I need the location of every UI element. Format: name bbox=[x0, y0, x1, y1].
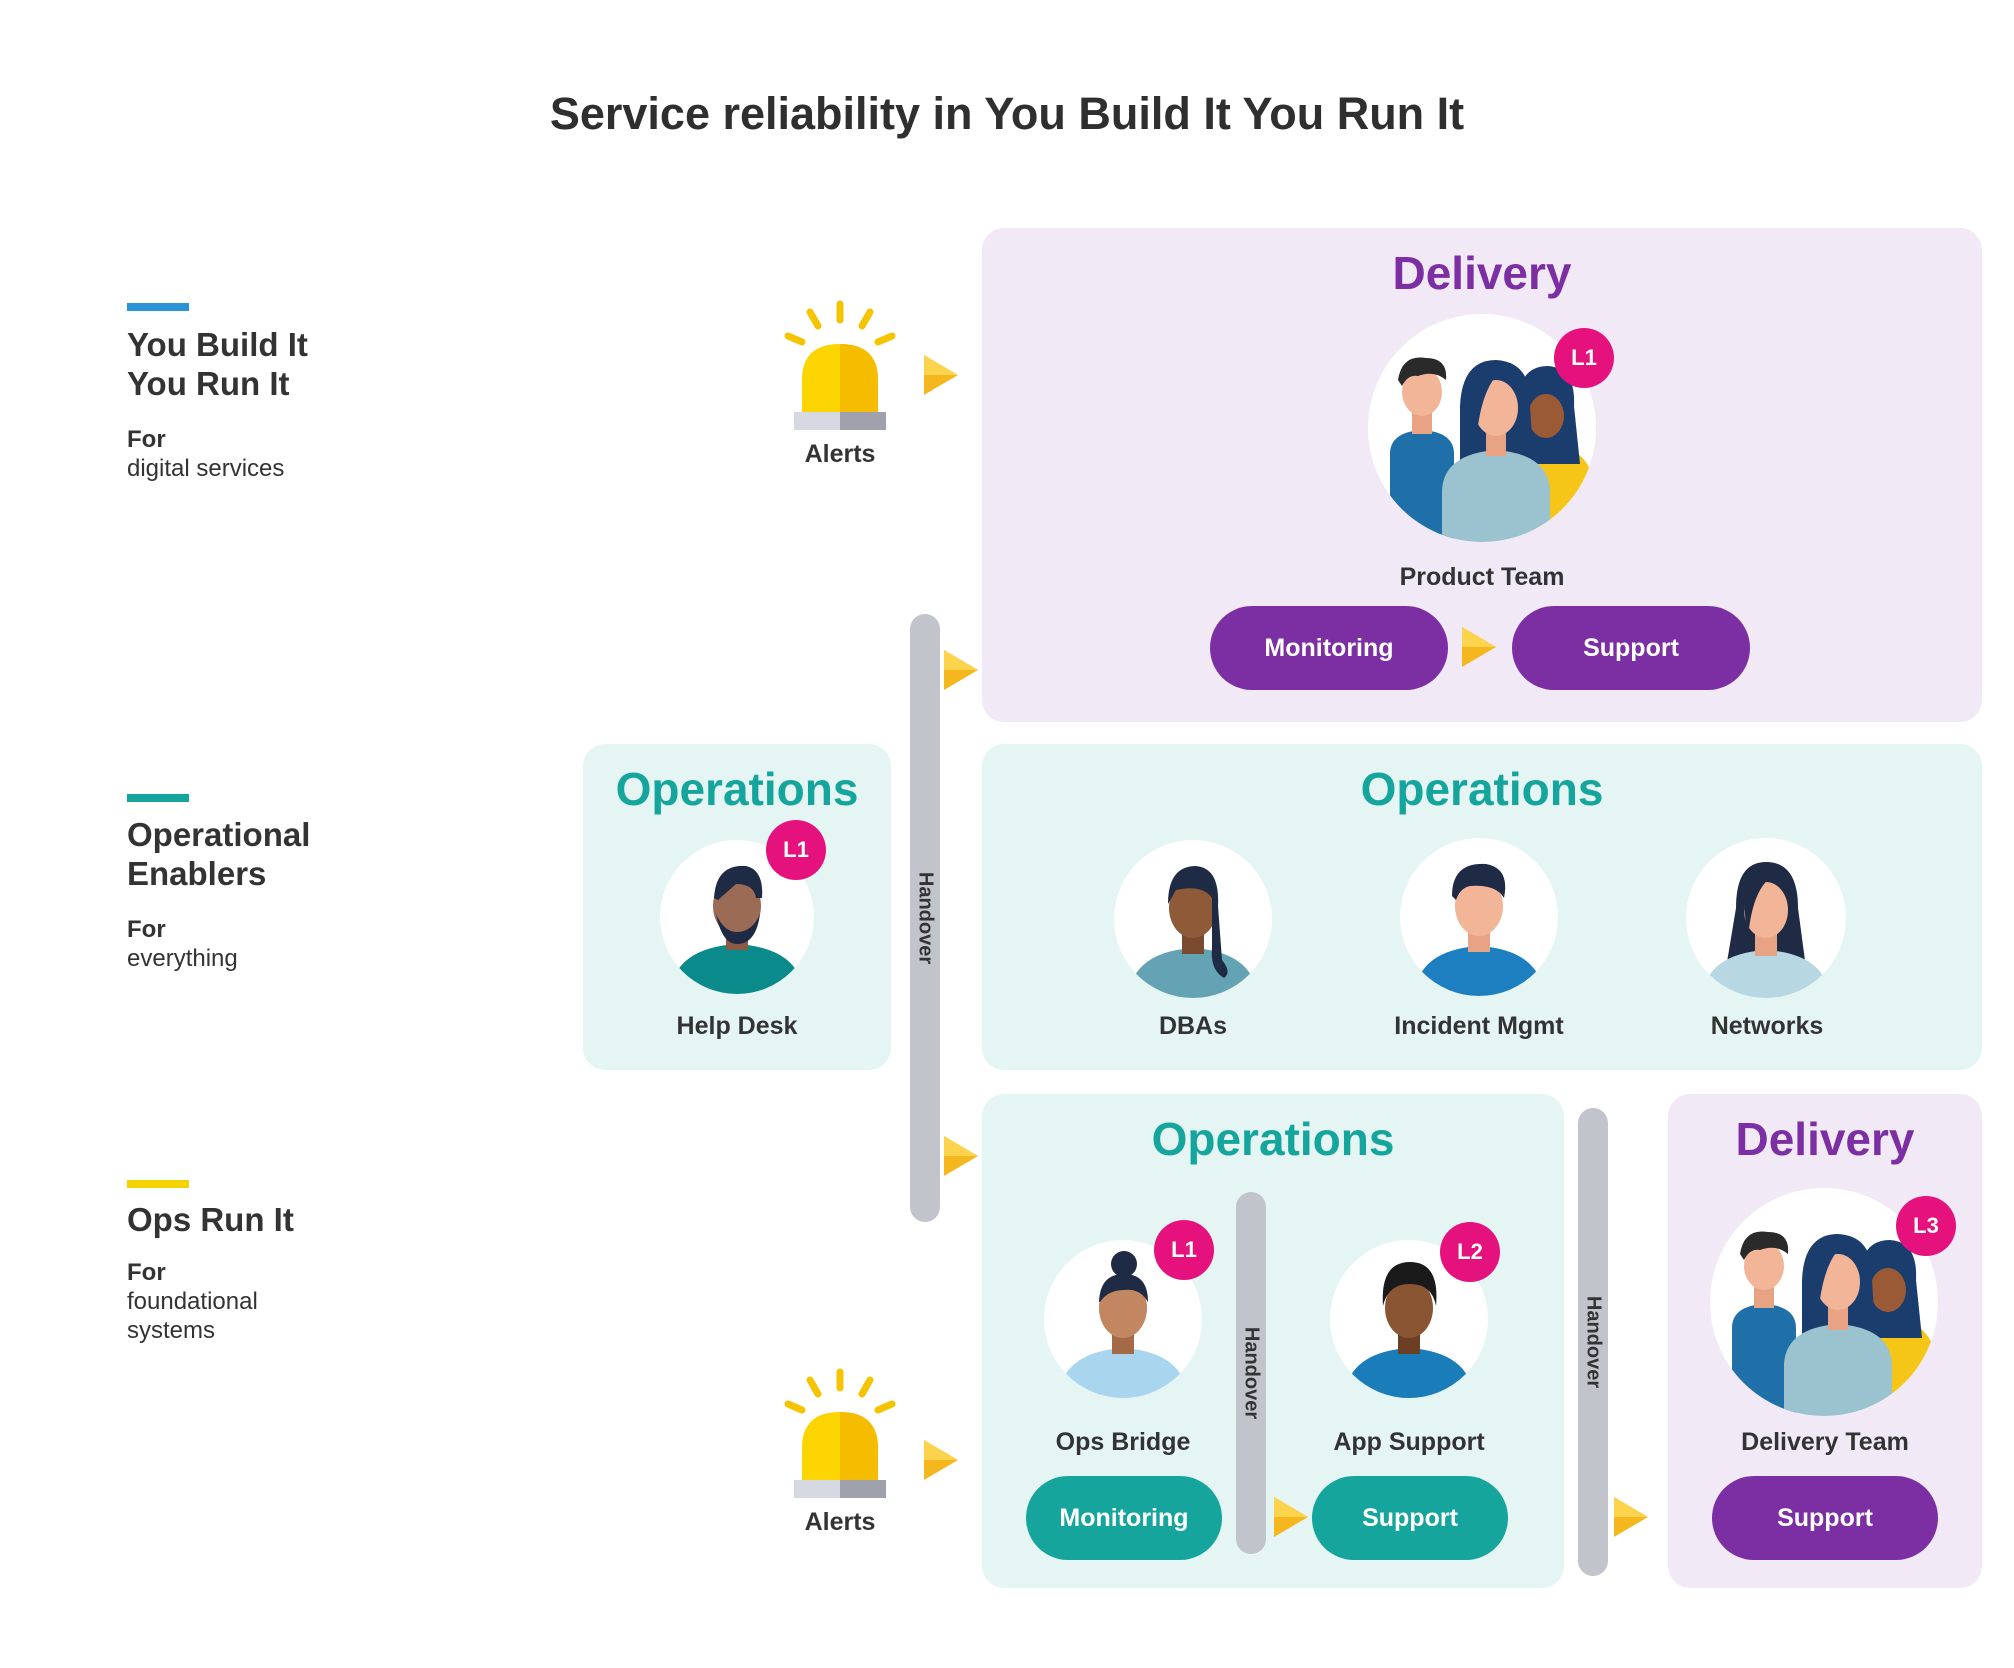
arrow-icon bbox=[1274, 1497, 1308, 1537]
legend-description: everything bbox=[127, 945, 238, 972]
handover-label: Handover bbox=[914, 871, 937, 965]
app-support-avatar bbox=[1330, 1240, 1488, 1398]
legend-bar-yellow bbox=[127, 1180, 189, 1188]
support-button[interactable]: Support bbox=[1312, 1476, 1508, 1560]
product-team-label: Product Team bbox=[1399, 563, 1565, 591]
delivery-title: Delivery bbox=[1392, 247, 1572, 299]
legend-heading-line2: Enablers bbox=[127, 855, 267, 892]
legend-heading-operational-enablers: Operational Enablers bbox=[127, 815, 447, 893]
arrow-icon bbox=[1462, 627, 1496, 667]
dbas-label: DBAs bbox=[1158, 1012, 1228, 1040]
help-desk-avatar bbox=[660, 840, 814, 994]
level-badge: L1 bbox=[1554, 328, 1614, 388]
operations-title: Operations bbox=[1360, 763, 1604, 815]
legend-for-label: For bbox=[127, 916, 166, 943]
incident-mgmt-avatar bbox=[1400, 838, 1558, 996]
monitoring-button[interactable]: Monitoring bbox=[1026, 1476, 1222, 1560]
level-badge: L3 bbox=[1896, 1196, 1956, 1256]
support-button[interactable]: Support bbox=[1712, 1476, 1938, 1560]
app-support-label: App Support bbox=[1333, 1428, 1485, 1456]
siren-icon bbox=[780, 300, 900, 430]
monitoring-button[interactable]: Monitoring bbox=[1210, 606, 1448, 690]
networks-avatar bbox=[1686, 838, 1846, 998]
legend-bar-teal bbox=[127, 794, 189, 802]
arrow-icon bbox=[944, 650, 978, 690]
legend-heading-ybiyri: You Build It You Run It bbox=[127, 325, 447, 403]
arrow-icon bbox=[924, 355, 958, 395]
legend-for-label: For bbox=[127, 1259, 166, 1286]
page-title: Service reliability in You Build It You … bbox=[549, 88, 1465, 139]
networks-label: Networks bbox=[1710, 1012, 1824, 1040]
handover-bar-inner: Handover bbox=[1236, 1192, 1266, 1554]
ops-bridge-avatar bbox=[1044, 1240, 1202, 1398]
legend-description: foundational systems bbox=[127, 1288, 258, 1344]
legend-heading-line1: You Build It bbox=[127, 326, 308, 363]
legend-heading-line1: Ops Run It bbox=[127, 1201, 294, 1238]
delivery-team-label: Delivery Team bbox=[1741, 1428, 1909, 1456]
handover-bar-main: Handover bbox=[910, 614, 940, 1222]
arrow-icon bbox=[924, 1440, 958, 1480]
level-badge: L1 bbox=[1154, 1220, 1214, 1280]
level-badge: L2 bbox=[1440, 1222, 1500, 1282]
legend-heading-ops-run-it: Ops Run It bbox=[127, 1200, 447, 1239]
operations-title: Operations bbox=[1151, 1113, 1395, 1165]
incident-mgmt-label: Incident Mgmt bbox=[1394, 1012, 1564, 1040]
alerts-label: Alerts bbox=[804, 1508, 876, 1536]
legend-description: digital services bbox=[127, 455, 285, 482]
legend-bar-blue bbox=[127, 303, 189, 311]
delivery-title: Delivery bbox=[1735, 1113, 1915, 1165]
dbas-avatar bbox=[1114, 840, 1272, 998]
arrow-icon bbox=[1614, 1497, 1648, 1537]
siren-icon bbox=[780, 1368, 900, 1498]
operations-title: Operations bbox=[615, 763, 859, 815]
support-button[interactable]: Support bbox=[1512, 606, 1750, 690]
ops-bridge-label: Ops Bridge bbox=[1055, 1428, 1191, 1456]
arrow-icon bbox=[944, 1136, 978, 1176]
level-badge: L1 bbox=[766, 820, 826, 880]
help-desk-label: Help Desk bbox=[676, 1012, 798, 1040]
legend-for-label: For bbox=[127, 426, 166, 453]
legend-heading-line1: Operational bbox=[127, 816, 311, 853]
alerts-label: Alerts bbox=[804, 440, 876, 468]
handover-label: Handover bbox=[1240, 1326, 1263, 1420]
handover-label: Handover bbox=[1582, 1295, 1605, 1389]
handover-bar-right: Handover bbox=[1578, 1108, 1608, 1576]
legend-heading-line2: You Run It bbox=[127, 365, 290, 402]
